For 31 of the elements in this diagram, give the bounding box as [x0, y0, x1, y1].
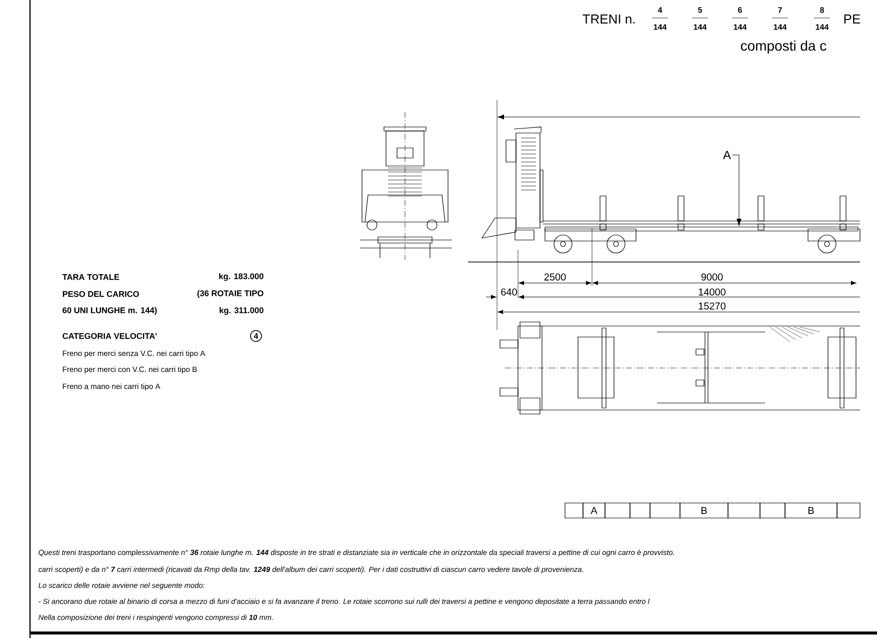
- spec-text: kg. 311.000: [220, 307, 264, 315]
- rail-bundle: [544, 226, 858, 232]
- spec-text: PESO DEL CARICO: [62, 291, 139, 297]
- fraction-denominator: 144: [734, 24, 747, 30]
- spec-text: (36 ROTAIE TIPO: [197, 290, 264, 298]
- spec-text: TARA TOTALE: [62, 274, 120, 280]
- heading-text: PE: [844, 14, 860, 24]
- spec-text: kg. 183.000: [219, 273, 264, 281]
- dimension-value: 640: [501, 288, 517, 296]
- heading-text: TRENI n.: [582, 14, 635, 24]
- fraction-numerator: 7: [778, 7, 782, 13]
- fraction-numerator: 5: [698, 7, 702, 13]
- leader-line: [732, 154, 742, 226]
- wagon-box: B: [680, 502, 728, 518]
- fraction-numerator: 6: [738, 7, 742, 13]
- heading-text: composti da c: [740, 40, 826, 54]
- fraction-denominator: 144: [816, 24, 829, 30]
- fraction-denominator: 144: [774, 24, 787, 30]
- spec-text: CATEGORIA VELOCITA': [62, 333, 157, 339]
- fraction-denominator: 144: [694, 24, 707, 30]
- fraction-numerator: 8: [820, 7, 824, 13]
- dimension-value: 15270: [698, 302, 726, 310]
- fraction-denominator: 144: [654, 24, 667, 30]
- dimension-value: 2500: [544, 273, 566, 281]
- wagon-box: A: [582, 502, 606, 518]
- wagon-box: B: [784, 502, 838, 518]
- dimension-value: 14000: [698, 288, 726, 296]
- part-letter: A: [723, 150, 731, 160]
- spec-text: 60 UNI LUNGHE m. 144): [62, 307, 157, 315]
- fraction-numerator: 4: [658, 7, 662, 13]
- dimension-value: 9000: [701, 273, 723, 281]
